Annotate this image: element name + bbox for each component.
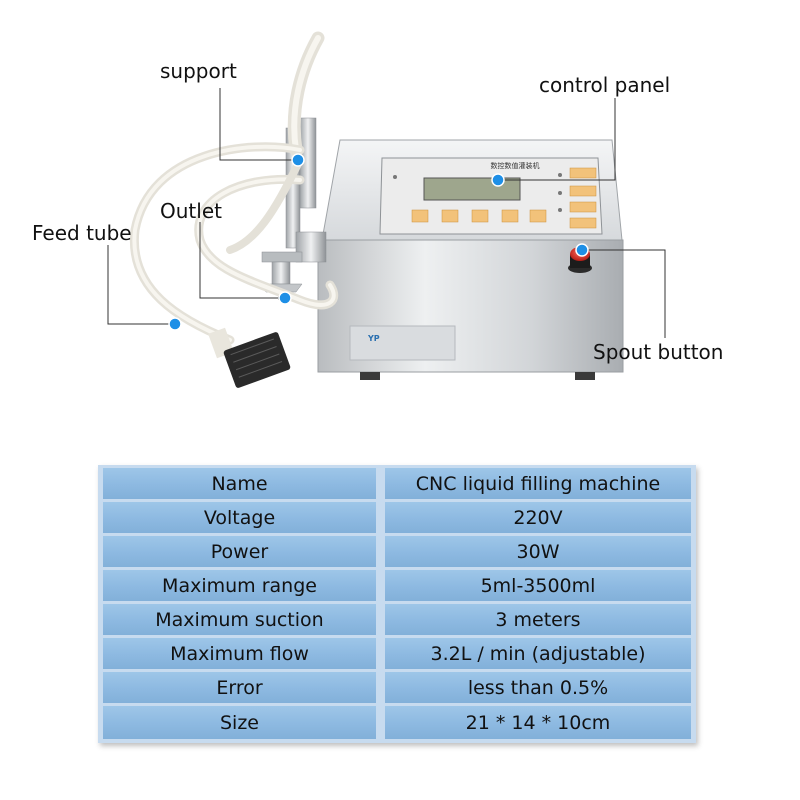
spec-key: Error bbox=[103, 672, 376, 703]
feed-tube bbox=[129, 31, 339, 345]
spec-value: 21 * 14 * 10cm bbox=[385, 706, 691, 739]
product-illustration: 数控数值灌装机 YP bbox=[32, 31, 724, 388]
spec-key: Name bbox=[103, 468, 376, 499]
callout-lines bbox=[107, 88, 666, 338]
callout-dots bbox=[168, 153, 589, 331]
spec-row: Maximum range 5ml-3500ml bbox=[98, 570, 696, 601]
spec-value: 3.2L / min (adjustable) bbox=[385, 638, 691, 669]
spec-row: Maximum suction 3 meters bbox=[98, 604, 696, 635]
spout-button-dot bbox=[575, 243, 589, 257]
support-assembly bbox=[259, 117, 327, 300]
spout-button-knob bbox=[568, 247, 592, 273]
feed-tube-dot bbox=[168, 317, 182, 331]
callout-feed-tube: Feed tube bbox=[32, 221, 132, 245]
spec-key: Maximum range bbox=[103, 570, 376, 601]
spec-table: Name CNC liquid filling machine Voltage … bbox=[98, 465, 696, 743]
spec-row: Power 30W bbox=[98, 536, 696, 567]
inlet-filter bbox=[208, 327, 291, 388]
spec-row: Maximum flow 3.2L / min (adjustable) bbox=[98, 638, 696, 669]
filling-machine-drawing: 数控数值灌装机 YP bbox=[107, 31, 666, 388]
outlet-dot bbox=[278, 291, 292, 305]
spec-key: Power bbox=[103, 536, 376, 567]
brand-logo: YP bbox=[367, 334, 380, 343]
spec-key: Maximum flow bbox=[103, 638, 376, 669]
spec-value: CNC liquid filling machine bbox=[385, 468, 691, 499]
control-panel-dot bbox=[491, 173, 505, 187]
spec-value: 5ml-3500ml bbox=[385, 570, 691, 601]
spec-row: Error less than 0.5% bbox=[98, 672, 696, 703]
callout-control-panel: control panel bbox=[539, 73, 671, 97]
lcd-display bbox=[423, 177, 521, 201]
callout-outlet: Outlet bbox=[160, 199, 222, 223]
spec-value: 220V bbox=[385, 502, 691, 533]
spec-key: Size bbox=[103, 706, 376, 739]
callout-support: support bbox=[160, 59, 237, 83]
support-dot bbox=[291, 153, 305, 167]
spec-row: Name CNC liquid filling machine bbox=[98, 468, 696, 499]
spec-row: Voltage 220V bbox=[98, 502, 696, 533]
control-panel: 数控数值灌装机 YP bbox=[367, 157, 603, 343]
panel-title: 数控数值灌装机 bbox=[491, 161, 540, 170]
spec-key: Voltage bbox=[103, 502, 376, 533]
callout-spout-button: Spout button bbox=[593, 340, 724, 364]
spec-value: less than 0.5% bbox=[385, 672, 691, 703]
spec-value: 30W bbox=[385, 536, 691, 567]
spec-row: Size 21 * 14 * 10cm bbox=[98, 706, 696, 739]
spec-value: 3 meters bbox=[385, 604, 691, 635]
spec-key: Maximum suction bbox=[103, 604, 376, 635]
